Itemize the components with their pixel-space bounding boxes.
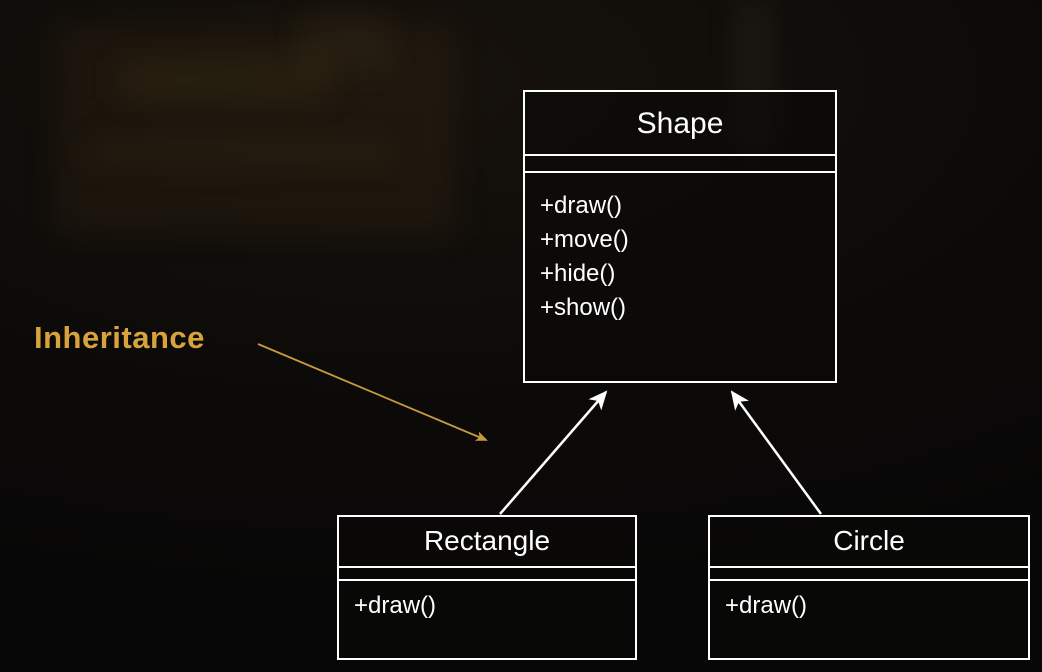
method-draw: +draw()	[725, 592, 808, 619]
class-name-rectangle: Rectangle	[339, 517, 635, 568]
method-hide: +hide()	[540, 260, 616, 288]
class-box-shape: Shape +draw() +move() +hide() +show()	[523, 90, 837, 383]
attributes-compartment	[525, 156, 835, 173]
background-texture	[120, 60, 330, 100]
method-draw: +draw()	[354, 592, 437, 619]
inheritance-label: Inheritance	[34, 320, 205, 355]
attributes-compartment	[339, 568, 635, 581]
callout-arrow-inheritance	[257, 343, 488, 441]
class-box-rectangle: Rectangle +draw()	[337, 515, 637, 660]
background-texture	[300, 10, 390, 70]
background-texture	[90, 140, 390, 166]
method-draw: +draw()	[540, 192, 623, 219]
background-texture	[55, 25, 455, 235]
class-box-circle: Circle +draw()	[708, 515, 1030, 660]
methods-compartment: +draw()	[339, 581, 635, 620]
class-name-shape: Shape	[525, 92, 835, 156]
class-name-circle: Circle	[710, 517, 1028, 568]
method-show: +show()	[540, 294, 627, 322]
inheritance-arrow-circle-to-shape	[730, 390, 823, 515]
attributes-compartment	[710, 568, 1028, 581]
inheritance-arrow-rectangle-to-shape	[499, 390, 608, 515]
methods-compartment: +draw()	[710, 581, 1028, 620]
method-move: +move()	[540, 226, 629, 254]
methods-compartment: +draw() +move() +hide() +show()	[525, 173, 835, 325]
